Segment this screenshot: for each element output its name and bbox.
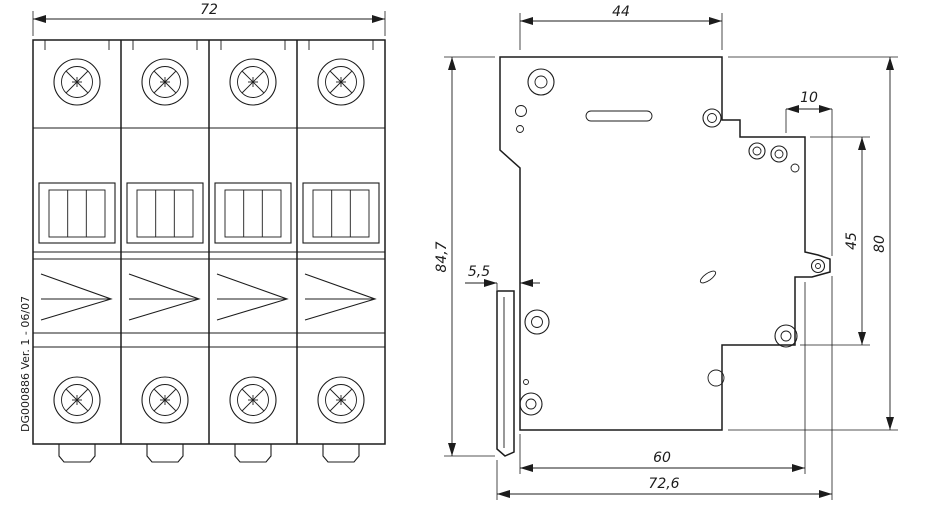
dim-terminal-depth: 10 [785,90,833,256]
housing-rivet-bottom-right [774,324,798,348]
dim-body-depth: 60 [519,282,806,474]
dim-label-total-depth: 72,6 [648,476,679,492]
side-body-outline [499,56,831,431]
pole-module-2 [127,40,203,462]
front-view: DG000886 Ver. 1 - 06/07 72 [19,2,386,462]
dim-label-body-depth: 60 [653,450,671,466]
dim-body-height: 80 [728,56,898,431]
dim-side-top-width: 44 [519,4,723,50]
housing-rivet-mid-left [524,309,550,335]
vent-slot [585,110,653,122]
housing-rivet-top-right [702,108,722,128]
dim-label-clip-offset: 5,5 [468,264,490,280]
side-view: 44 10 84,7 5,5 45 [434,4,898,500]
dim-label-terminal-face-height: 45 [844,232,860,250]
dim-label-front-width: 72 [200,2,218,18]
toggle-pin [699,270,717,284]
dim-front-width: 72 [32,2,386,36]
terminal-screw-upper [748,142,800,173]
small-hole [516,125,524,133]
dim-label-side-top-width: 44 [612,4,630,20]
small-hole [707,369,725,387]
dim-label-body-height: 80 [872,235,888,253]
part-number-label: DG000886 Ver. 1 - 06/07 [19,296,32,432]
small-hole [515,105,527,117]
dim-total-depth: 72,6 [496,276,833,500]
dim-label-total-height: 84,7 [434,241,450,272]
pole-module-4 [303,40,379,462]
din-rail-clip [496,290,515,457]
pole-module-3 [215,40,291,462]
dim-terminal-face-height: 45 [800,136,870,346]
small-hole [523,379,529,385]
pole-module-1 [39,40,115,462]
dim-label-terminal-depth: 10 [800,90,818,106]
housing-rivet-bottom-left [519,392,543,416]
terminal-clamp-screw [810,258,826,274]
dim-total-height: 84,7 [434,56,495,457]
dim-clip-offset: 5,5 [465,264,540,290]
housing-rivet-top-left [527,68,555,96]
